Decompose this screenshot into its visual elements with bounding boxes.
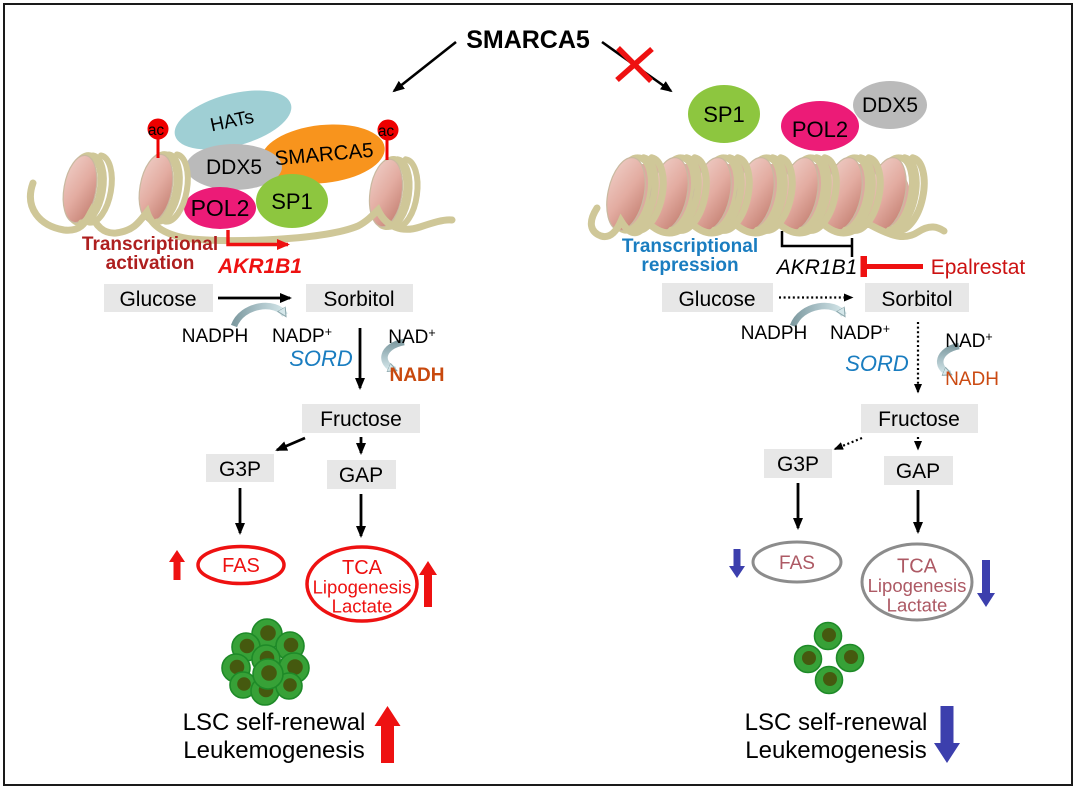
svg-text:NADP+: NADP+ — [272, 325, 332, 347]
svg-text:Leukemogenesis: Leukemogenesis — [745, 737, 926, 764]
svg-text:AKR1B1: AKR1B1 — [217, 255, 302, 278]
svg-text:FAS: FAS — [222, 555, 260, 577]
svg-text:NADP+: NADP+ — [830, 322, 890, 344]
svg-text:Lipogenesis: Lipogenesis — [313, 577, 412, 598]
svg-text:POL2: POL2 — [792, 117, 848, 142]
svg-text:Lipogenesis: Lipogenesis — [868, 575, 967, 596]
svg-text:Leukemogenesis: Leukemogenesis — [183, 737, 364, 764]
svg-text:LSC self-renewal: LSC self-renewal — [183, 709, 366, 736]
svg-text:SMARCA5: SMARCA5 — [466, 26, 590, 54]
svg-text:NADH: NADH — [945, 369, 999, 390]
svg-text:repression: repression — [641, 255, 738, 276]
svg-text:Transcriptional: Transcriptional — [82, 234, 218, 255]
svg-text:NAD+: NAD+ — [945, 330, 992, 352]
svg-text:NADPH: NADPH — [741, 323, 808, 344]
svg-text:SORD: SORD — [845, 351, 909, 376]
svg-text:Lactate: Lactate — [332, 596, 393, 617]
svg-text:DDX5: DDX5 — [862, 94, 918, 117]
svg-text:Lactate: Lactate — [887, 595, 948, 616]
svg-text:Glucose: Glucose — [678, 288, 755, 311]
svg-text:Epalrestat: Epalrestat — [931, 256, 1026, 279]
svg-text:TCA: TCA — [342, 557, 383, 579]
svg-text:ac: ac — [148, 122, 165, 139]
svg-text:Glucose: Glucose — [119, 288, 196, 311]
svg-text:DDX5: DDX5 — [206, 156, 262, 179]
svg-text:AKR1B1: AKR1B1 — [775, 256, 858, 279]
svg-text:NAD+: NAD+ — [388, 326, 435, 348]
svg-text:Fructose: Fructose — [878, 408, 960, 431]
svg-text:SP1: SP1 — [703, 102, 745, 127]
svg-text:Sorbitol: Sorbitol — [881, 288, 952, 311]
svg-text:GAP: GAP — [896, 460, 940, 483]
svg-text:SP1: SP1 — [271, 189, 313, 214]
svg-text:NADPH: NADPH — [182, 326, 249, 347]
svg-text:LSC self-renewal: LSC self-renewal — [745, 709, 928, 736]
svg-text:activation: activation — [106, 253, 195, 274]
svg-text:POL2: POL2 — [191, 195, 250, 221]
svg-text:Fructose: Fructose — [320, 408, 402, 431]
svg-text:ac: ac — [378, 123, 395, 140]
svg-text:NADH: NADH — [390, 365, 445, 386]
svg-text:SORD: SORD — [289, 346, 353, 371]
svg-text:Sorbitol: Sorbitol — [323, 288, 394, 311]
svg-text:G3P: G3P — [219, 458, 261, 481]
svg-text:GAP: GAP — [339, 464, 383, 487]
svg-text:G3P: G3P — [777, 453, 819, 476]
svg-text:TCA: TCA — [897, 556, 938, 578]
svg-text:FAS: FAS — [779, 553, 815, 574]
svg-text:Transcriptional: Transcriptional — [622, 236, 758, 257]
